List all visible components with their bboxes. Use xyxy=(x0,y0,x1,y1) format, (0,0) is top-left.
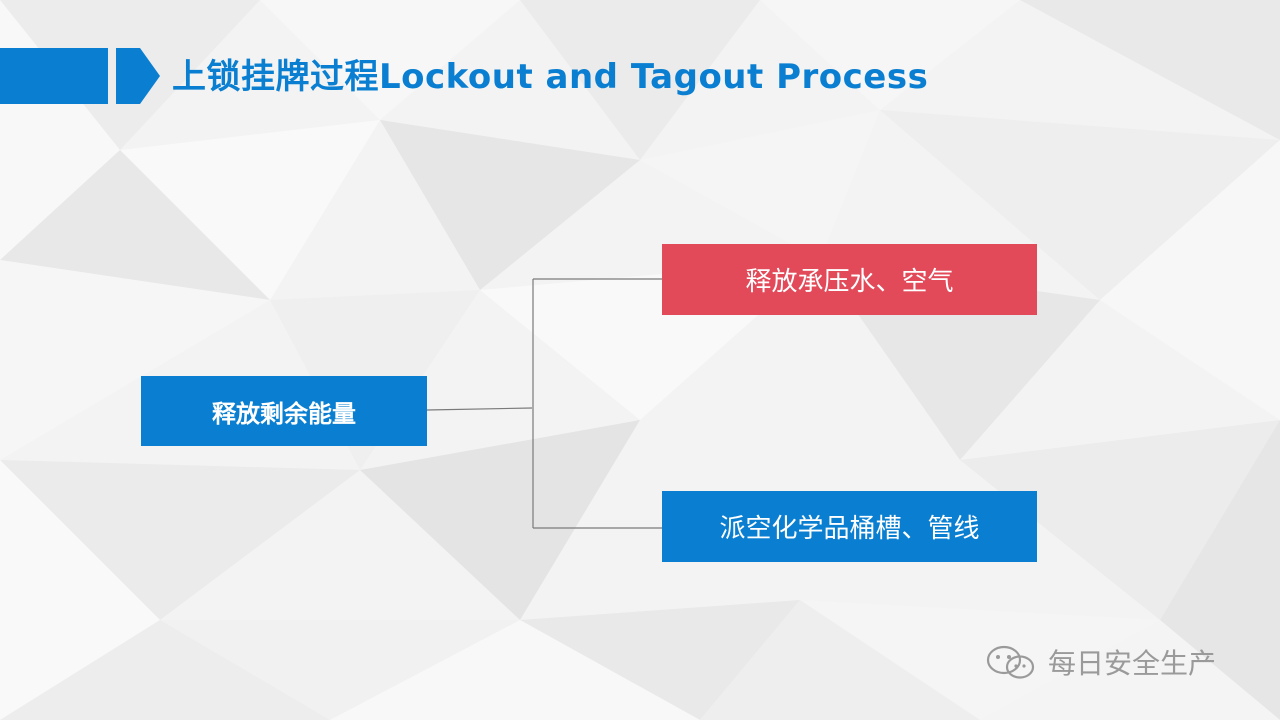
page-title: 上锁挂牌过程Lockout and Tagout Process xyxy=(172,57,929,97)
branch-node-bottom: 派空化学品桶槽、管线 xyxy=(662,491,1037,562)
watermark: 每日安全生产 xyxy=(984,640,1216,684)
branch-node-top-label: 释放承压水、空气 xyxy=(745,267,954,297)
root-node: 释放剩余能量 xyxy=(141,376,427,446)
branch-node-bottom-label: 派空化学品桶槽、管线 xyxy=(719,514,980,544)
title-accent-bar xyxy=(0,48,108,104)
wechat-icon xyxy=(986,645,1035,679)
watermark-text: 每日安全生产 xyxy=(1048,647,1217,680)
branch-node-top: 释放承压水、空气 xyxy=(662,244,1037,315)
root-node-label: 释放剩余能量 xyxy=(212,399,356,428)
title-chevron-icon xyxy=(116,48,160,104)
